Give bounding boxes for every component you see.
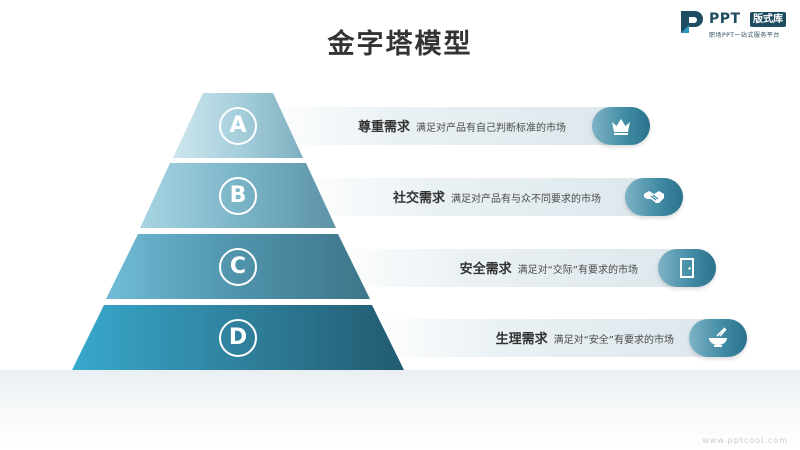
level-letter-c: C (219, 248, 257, 286)
level-bar-a (260, 107, 646, 145)
icon-pill-c (658, 249, 716, 287)
level-text-b: 社交需求满足对产品有与众不同要求的市场 (393, 178, 601, 216)
level-letter-b: B (219, 177, 257, 215)
level-letter-d: D (219, 319, 257, 357)
footer-url: www.pptcool.com (702, 436, 788, 445)
logo-mark-icon (681, 11, 703, 33)
level-desc-c: 满足对“交际”有要求的市场 (517, 265, 638, 276)
level-desc-b: 满足对产品有与众不同要求的市场 (451, 194, 601, 205)
logo-brand-text: PPT (709, 11, 741, 27)
level-name-a: 尊重需求 (357, 120, 410, 135)
level-text-d: 生理需求满足对“安全”有要求的市场 (496, 319, 674, 357)
crown-icon (612, 119, 630, 135)
icon-pill-b (625, 178, 683, 216)
door-icon (680, 258, 694, 278)
level-bar-b (295, 178, 681, 216)
page-title: 金字塔模型 (327, 29, 473, 60)
logo-badge: 版式库 (750, 12, 786, 27)
level-desc-a: 满足对产品有自己判断标准的市场 (416, 123, 566, 134)
level-name-d: 生理需求 (495, 332, 548, 347)
bowl-icon (709, 327, 727, 347)
logo-tagline: 职场PPT一站式服务平台 (709, 32, 780, 39)
level-text-c: 安全需求满足对“交际”有要求的市场 (460, 249, 638, 287)
level-bar-d (365, 319, 745, 357)
level-name-b: 社交需求 (392, 191, 445, 206)
level-text-a: 尊重需求满足对产品有自己判断标准的市场 (358, 107, 566, 145)
handshake-icon (644, 191, 664, 203)
level-desc-d: 满足对“安全”有要求的市场 (553, 335, 674, 346)
level-name-c: 安全需求 (459, 262, 512, 277)
brand-logo: PPT 版式库 职场PPT一站式服务平台 (678, 8, 796, 42)
floor-gradient (0, 370, 800, 450)
icon-pill-a (592, 107, 650, 145)
level-bar-c (330, 249, 716, 287)
icon-pill-d (689, 319, 747, 357)
level-letter-a: A (219, 107, 257, 145)
